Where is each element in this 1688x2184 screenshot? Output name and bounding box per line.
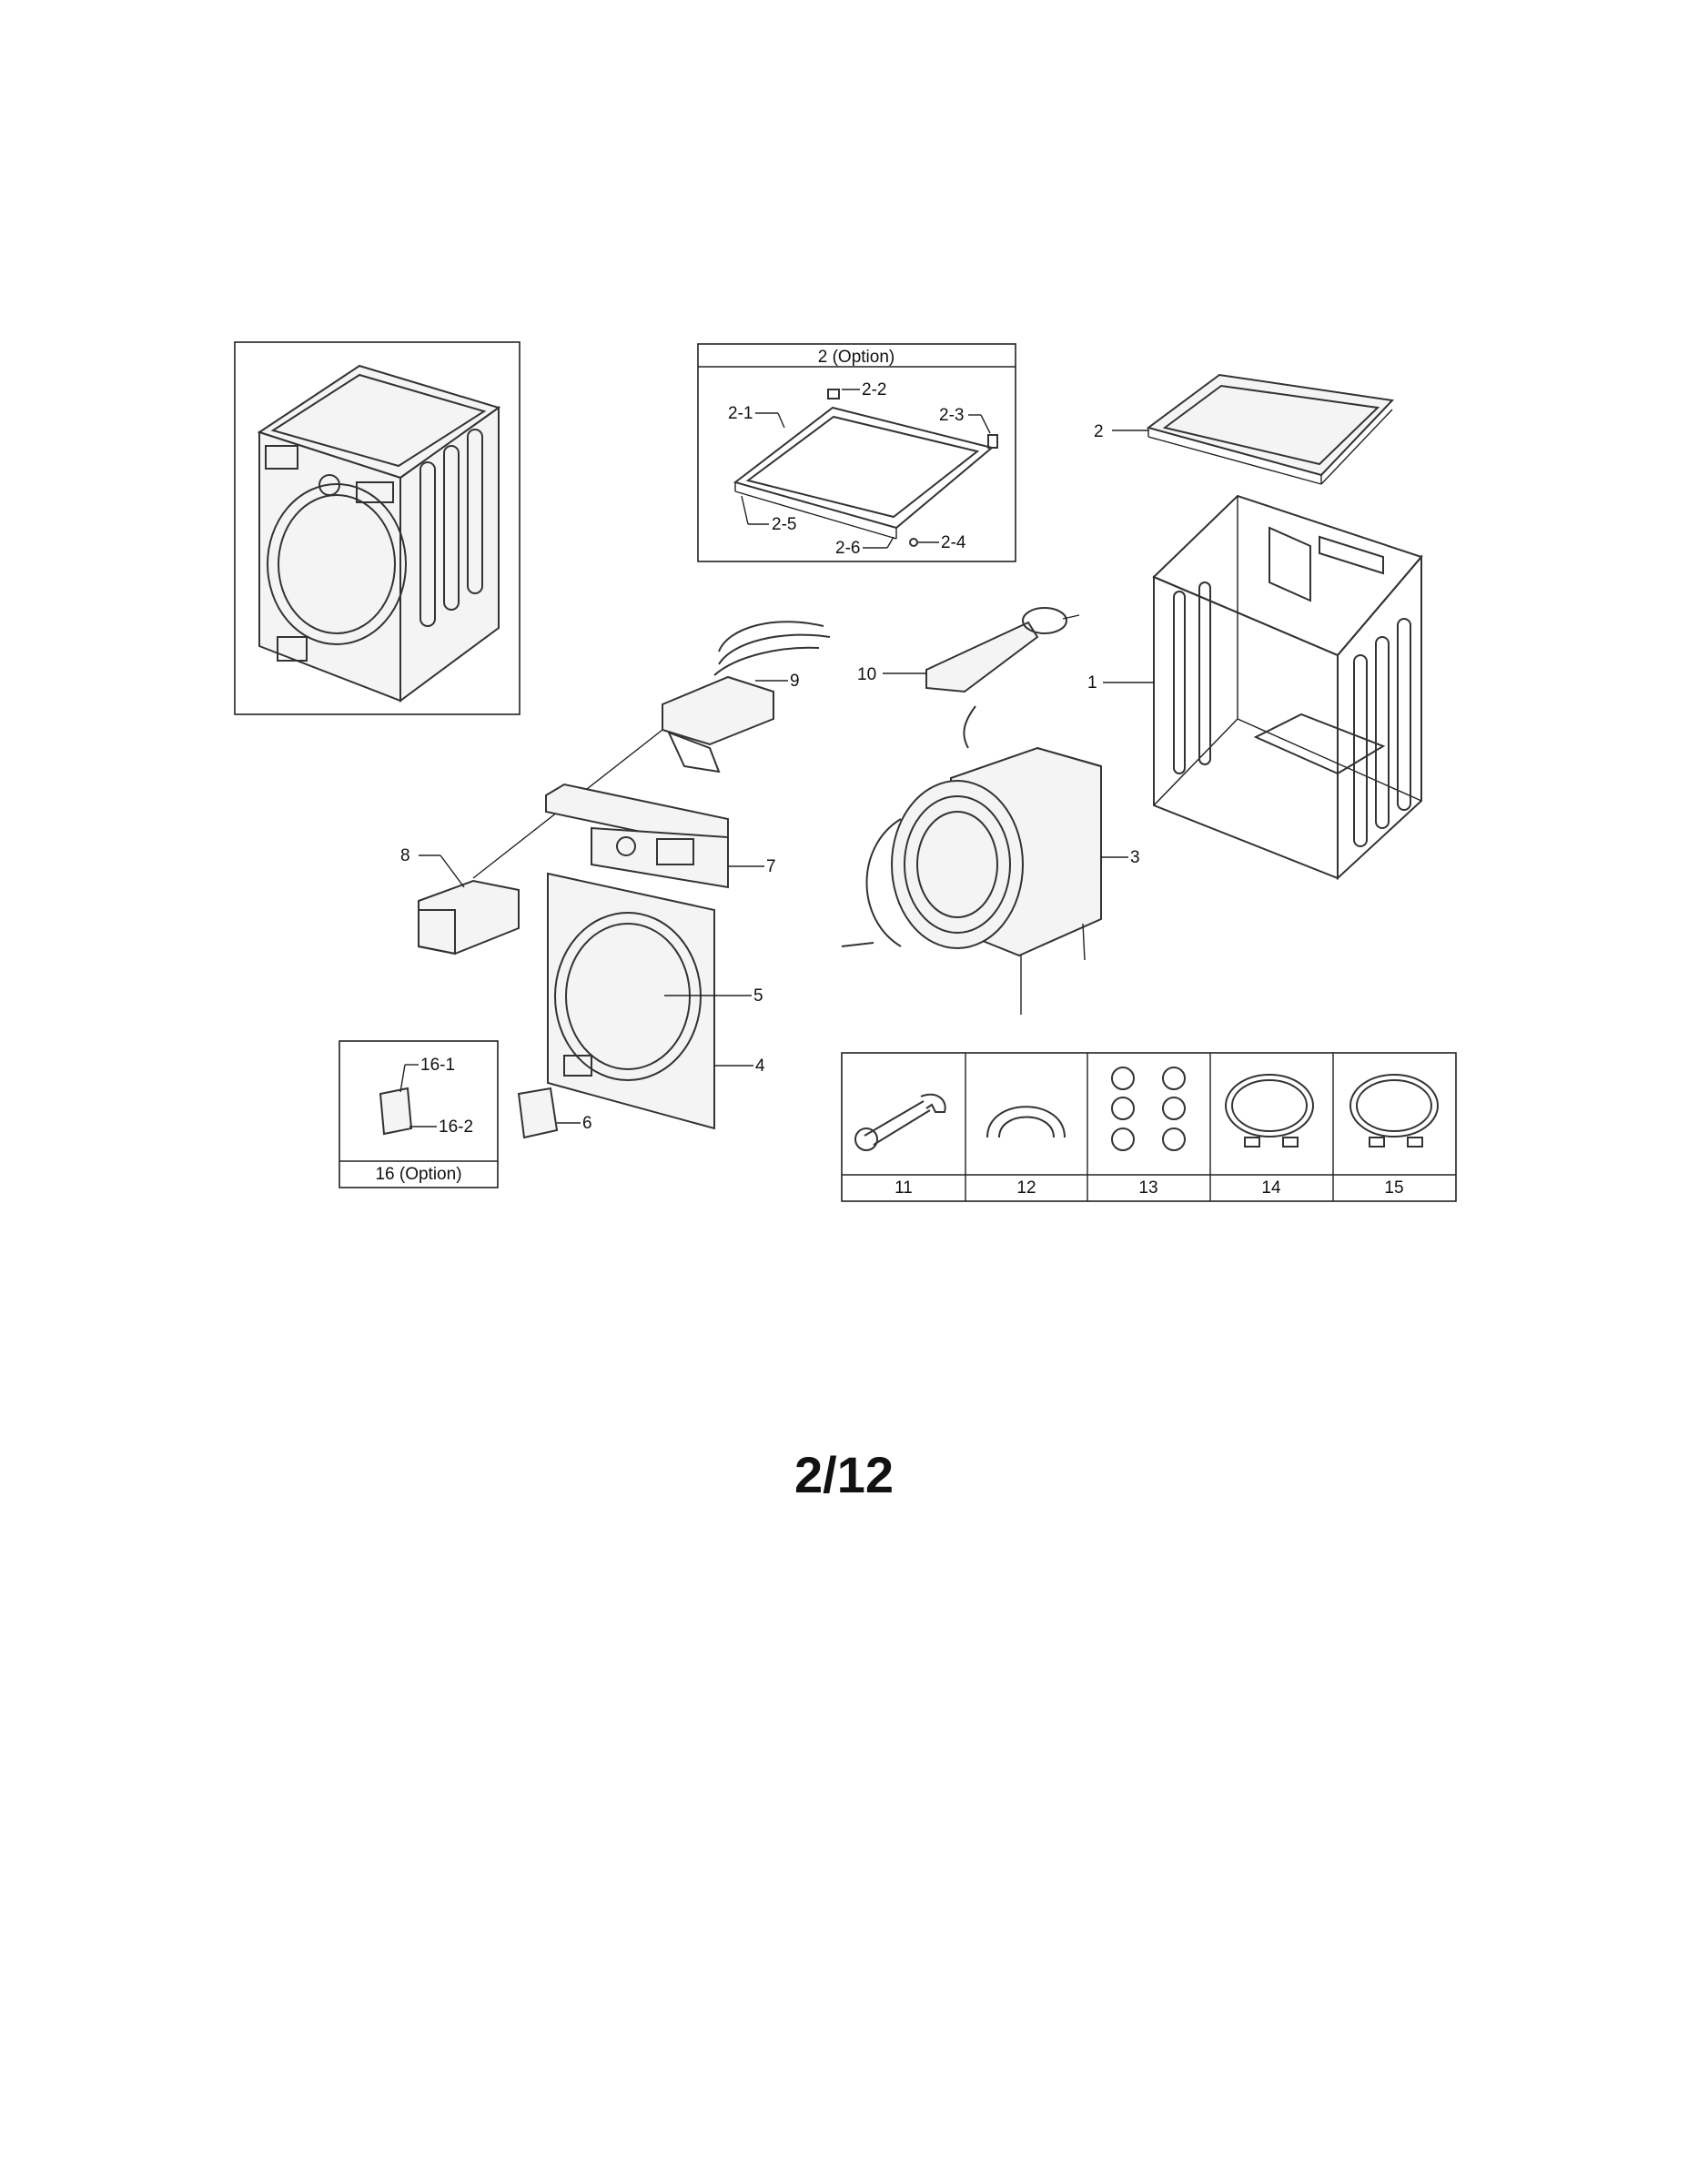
option-2-frame: [697, 343, 1016, 562]
callout-9: 9: [790, 672, 800, 691]
callout-4: 4: [755, 1057, 765, 1076]
callout-16-1: 16-1: [420, 1056, 455, 1075]
callout-2-6: 2-6: [835, 539, 860, 558]
accessories-frame: [841, 1052, 1457, 1202]
accessories-box: 11 12 13 14 15: [841, 1052, 1457, 1202]
accessory-15-hose: [1349, 1074, 1439, 1148]
accessory-13-caps: [1111, 1067, 1186, 1151]
callout-7: 7: [766, 857, 776, 876]
accessory-label-13: 13: [1138, 1178, 1157, 1198]
accessory-label-15: 15: [1384, 1178, 1403, 1198]
washer-view-frame: [234, 341, 521, 715]
part-3-tub: 3: [841, 705, 1140, 1015]
top-panel-frame-drawing: [733, 389, 998, 540]
callout-2-3: 2-3: [939, 406, 964, 425]
callout-10: 10: [857, 665, 876, 684]
part-8-drawer: 8: [400, 846, 520, 956]
option-16-frame: [339, 1040, 499, 1188]
callout-6: 6: [582, 1114, 592, 1133]
washer-illustration: [257, 364, 501, 703]
option-2-title: 2 (Option): [818, 348, 895, 367]
callout-1: 1: [1087, 673, 1097, 693]
accessory-label-12: 12: [1016, 1178, 1036, 1198]
accessory-label-11: 11: [895, 1178, 913, 1198]
accessory-14-hose: [1225, 1074, 1314, 1148]
callout-2-4: 2-4: [941, 533, 966, 552]
callout-2-1: 2-1: [728, 404, 753, 423]
part-6-filter-cover: 6: [517, 1087, 592, 1139]
option-16-box: 16 (Option) 16-1 16-2: [339, 1040, 499, 1188]
callout-5: 5: [753, 986, 763, 1006]
callout-2-5: 2-5: [772, 515, 796, 534]
callout-3: 3: [1130, 848, 1140, 867]
part-10-duct: 10: [857, 607, 1080, 693]
assembled-washer-view: [234, 341, 521, 715]
page-number: 2/12: [794, 1446, 894, 1503]
part-2-top-cover: 2: [1094, 373, 1395, 485]
part-1-cabinet: 1: [1087, 494, 1423, 881]
accessory-12-hose-guide: [986, 1106, 1066, 1138]
callout-16-2: 16-2: [439, 1117, 473, 1137]
callout-2: 2: [1094, 422, 1104, 441]
option-2-box: 2 (Option) 2-1 2-2 2-3 2-5 2-6 2-4: [697, 343, 1016, 562]
option-16-title: 16 (Option): [375, 1165, 461, 1184]
callout-2-2: 2-2: [862, 380, 886, 399]
accessory-label-14: 14: [1261, 1178, 1281, 1198]
part-7-control-panel: 7: [545, 783, 776, 889]
part-4-front-panel: 5 4: [547, 872, 765, 1130]
callout-8: 8: [400, 846, 410, 865]
accessory-11-wrench: [854, 1093, 946, 1151]
